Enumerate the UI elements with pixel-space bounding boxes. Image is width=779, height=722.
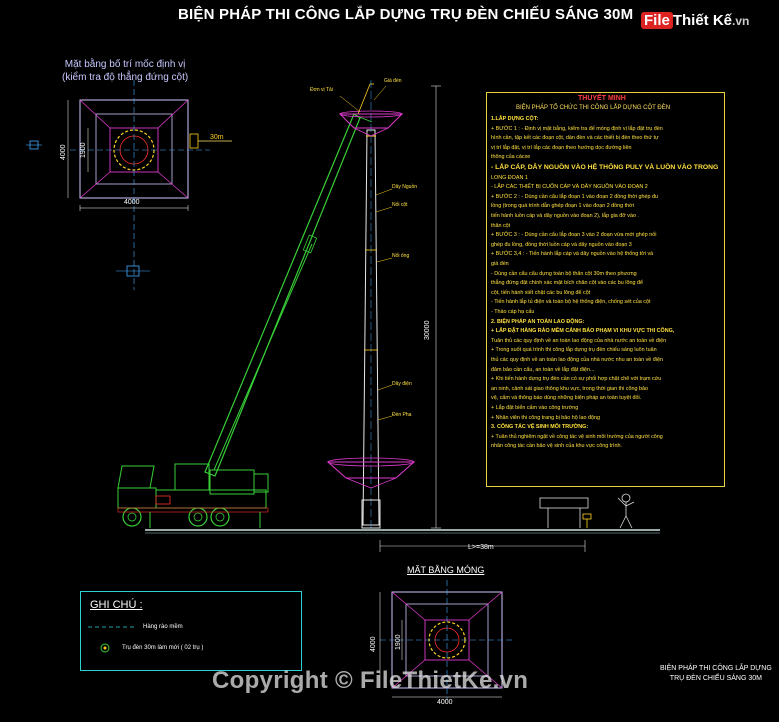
explanation-line: tiến hành luồn cáp và dây nguồn vào đoạn… xyxy=(491,212,639,219)
foundation-plan xyxy=(379,580,515,700)
plan-view-top xyxy=(26,80,232,290)
explanation-line: - LẮP CÁP, DÂY NGUỒN VÀO HỆ THỐNG PULY V… xyxy=(491,164,719,171)
explanation-line: LONG ĐOẠN 1 xyxy=(491,174,528,181)
explanation-line: + Khi tiến hành dựng trụ đèn cần có sự p… xyxy=(491,376,662,383)
explanation-line: Tuân thủ các quy định về an toàn lao độn… xyxy=(491,337,667,344)
dim-width-bottom: 4000 xyxy=(437,699,453,706)
explanation-line: lồng (trong quá trình dẫn ghép đoạn 1 và… xyxy=(491,203,634,210)
explanation-line: 1.LẮP DỰNG CỘT: xyxy=(491,116,539,122)
explanation-line: thân cột xyxy=(491,222,511,229)
explanation-line: 2. BIỆN PHÁP AN TOÀN LAO ĐỘNG: xyxy=(491,318,585,325)
explanation-line: + BƯỚC 3,4 : - Tiến hành lắp cáp và dây … xyxy=(491,251,654,258)
explanation-line: - LẮP CÁC THIẾT BỊ CUỐN CÁP VÀ DÂY NGUỒN… xyxy=(491,184,648,191)
explanation-line: cột, tiến hành xiết chặt các bu lông để … xyxy=(491,289,591,296)
explanation-heading: THUYẾT MINH xyxy=(578,95,626,102)
sheet-caption: BIỆN PHÁP THI CÔNG LẮP DỰNG TRỤ ĐÈN CHIẾ… xyxy=(660,664,772,684)
explanation-line: - Tháo cáp hạ cấu xyxy=(491,308,535,315)
explanation-subheading: BIỆN PHÁP TỔ CHỨC THI CÔNG LẮP DỰNG CỘT … xyxy=(516,105,671,111)
explanation-line: + Tuân thủ nghiêm ngặt về công tác vệ si… xyxy=(491,433,663,440)
explanation-line: 3. CÔNG TÁC VỆ SINH MÔI TRƯỜNG: xyxy=(491,424,589,431)
plan-title-line1: Mặt bằng bố trí mốc định vị xyxy=(64,59,186,70)
explanation-line: - Tiến hành lắp tủ điện và toàn bộ hệ th… xyxy=(491,299,651,306)
dim-width-top: 4000 xyxy=(124,199,140,206)
dim-offset: 30m xyxy=(210,134,224,141)
explanation-box xyxy=(486,92,725,487)
label-gia-den: Giá đèn xyxy=(384,78,402,84)
page-title: BIỆN PHÁP THI CÔNG LẮP DỰNG TRỤ ĐÈN CHIẾ… xyxy=(178,6,634,23)
foundation-title: MẶT BẰNG MÓNG xyxy=(407,565,485,575)
dim-inner-bottom: 1900 xyxy=(395,634,402,650)
explanation-line: hình cần, tập kết các đoạn cột, dàn đèn … xyxy=(491,135,659,142)
explanation-line: + Lắp đặt biển cấm vào công trường xyxy=(491,404,579,411)
dim-pole-height: 30000 xyxy=(424,320,431,340)
dim-inner-top: 1900 xyxy=(80,142,87,158)
legend-symbols xyxy=(88,626,135,653)
explanation-line: giá đèn xyxy=(491,260,509,267)
explanation-line: nhân công tác cần bảo vệ sinh của khu vự… xyxy=(491,443,622,450)
legend-pole-label: Trụ đèn 30m làm mới ( 02 trụ ) xyxy=(122,645,204,651)
explanation-line: + LẮP ĐẶT HÀNG RÀO MỀM CẢNH BÁO PHẠM VI … xyxy=(491,328,675,335)
plan-title: Mặt bằng bố trí mốc định vị (kiểm tra độ… xyxy=(62,58,188,84)
explanation-line: đảm bảo cần cẩu, an toàn về lắp đặt điện… xyxy=(491,366,595,373)
dim-L: L>=38m xyxy=(468,544,494,551)
explanation-line: + BƯỚC 1 : - Định vị mặt bằng, kiểm tra … xyxy=(491,125,663,132)
label-den-pha: Đèn Pha xyxy=(392,412,412,418)
legend-fence-label: Hàng rào mềm xyxy=(143,624,183,630)
logo-file: File xyxy=(641,12,673,29)
logo-thietke: Thiết Kế xyxy=(672,12,733,29)
explanation-line: + BƯỚC 3 : - Dùng cần cẩu lắp đoạn 3 vào… xyxy=(491,232,657,239)
explanation-line: thủ các quy định về an toàn lao động của… xyxy=(491,356,663,363)
dim-height-top: 4000 xyxy=(60,144,67,160)
label-noi-ong: Nối ống xyxy=(392,253,410,259)
explanation-line: an ninh, cảnh sát giao thông khu vực, tr… xyxy=(491,385,648,392)
label-don-vi-tai: Đơn vị Tải xyxy=(310,87,333,93)
explanation-line: thông của cácxe xyxy=(491,154,531,161)
explanation-line: + Nhân viên thi công trang bị bảo hộ lao… xyxy=(491,414,600,421)
explanation-line: - Dùng cần cẩu cẩu dựng toàn bộ thân cột… xyxy=(491,270,637,277)
logo-domain: .vn xyxy=(732,14,750,28)
plan-title-line2: (kiểm tra độ thẳng đứng cột) xyxy=(62,72,189,83)
sheet-caption-line2: TRỤ ĐÈN CHIẾU SÁNG 30M xyxy=(669,675,762,682)
copyright-watermark: Copyright © FileThietKe.vn xyxy=(212,667,529,694)
explanation-line: vị trí lắp đặt, vị trí lắp các đoạn theo… xyxy=(491,144,632,151)
legend-box xyxy=(80,591,302,671)
sheet-caption-line1: BIỆN PHÁP THI CÔNG LẮP DỰNG xyxy=(660,665,772,672)
explanation-line: + BƯỚC 2 : - Dùng cần cẩu lắp đoạn 1 vào… xyxy=(491,193,658,200)
legend-title: GHI CHÚ : xyxy=(90,599,143,611)
explanation-line: thẳng đứng đặt chính xác mặt bích chân c… xyxy=(491,280,643,287)
explanation-line: vệ, cấm và thông báo dùng những biện phá… xyxy=(491,395,642,402)
label-day-nguon: Dây Nguồn xyxy=(392,184,418,190)
dim-height-bottom: 4000 xyxy=(370,636,377,652)
explanation-line: + Trong suốt quá trình thi công lắp dựng… xyxy=(491,347,657,354)
label-day-dien: Dây điện xyxy=(392,381,412,387)
label-noi-cot: Nối cột xyxy=(392,202,408,208)
explanation-line: ghép đu lồng, đồng thời luồn cáp và dây … xyxy=(491,241,632,248)
crane-elevation xyxy=(117,80,660,552)
